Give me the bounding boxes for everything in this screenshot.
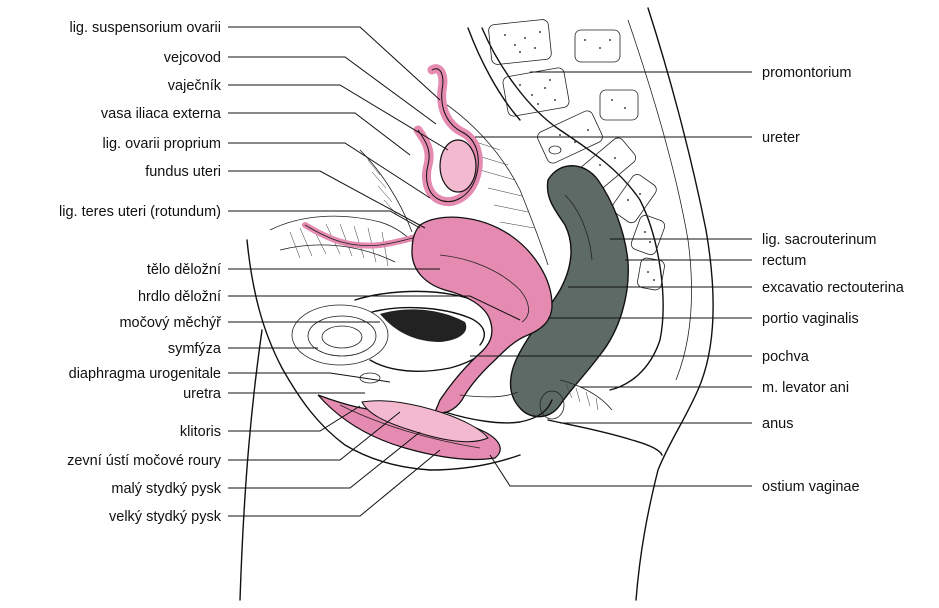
label-velky-stydky-pysk: velký stydký pysk: [109, 509, 222, 525]
label-lig-suspensorium-ovarii: lig. suspensorium ovarii: [69, 20, 221, 36]
label-zevni-usti-mocove-roury: zevní ústí močové roury: [67, 453, 222, 469]
label-hrdlo-delozni: hrdlo děložní: [138, 289, 221, 305]
label-mocovy-mechyr: močový měchýř: [119, 315, 222, 331]
label-telo-delozni: tělo děložní: [147, 262, 221, 278]
label-lig-ovarii-proprium: lig. ovarii proprium: [103, 136, 221, 152]
label-portio-vaginalis: portio vaginalis: [762, 311, 859, 327]
label-uretra: uretra: [183, 386, 222, 402]
leader-lines-right: [470, 71, 752, 487]
label-vejcovod: vejcovod: [164, 50, 221, 66]
label-lig-sacrouterinum: lig. sacrouterinum: [762, 232, 876, 248]
label-promontorium: promontorium: [762, 65, 851, 81]
rectum-shape: [509, 165, 629, 418]
labels-right: promontorium ureter lig. sacrouterinum r…: [762, 65, 905, 495]
perineum: [444, 145, 613, 424]
label-vasa-iliaca-externa: vasa iliaca externa: [101, 106, 222, 122]
label-anus: anus: [762, 416, 793, 432]
label-klitoris: klitoris: [180, 424, 221, 440]
label-maly-stydky-pysk: malý stydký pysk: [111, 481, 221, 497]
label-rectum: rectum: [762, 253, 806, 269]
body-outline: [239, 7, 714, 601]
leader-lines-left: [228, 26, 521, 517]
label-ureter: ureter: [762, 130, 800, 146]
label-pochva: pochva: [762, 349, 810, 365]
label-symfyza: symfýza: [168, 341, 222, 357]
label-m-levator-ani: m. levator ani: [762, 380, 849, 396]
label-diaphragma-urogenitale: diaphragma urogenitale: [69, 366, 221, 382]
label-lig-teres-uteri: lig. teres uteri (rotundum): [59, 204, 221, 220]
label-fundus-uteri: fundus uteri: [145, 164, 221, 180]
uterus-complex: [302, 64, 553, 461]
labels-left: lig. suspensorium ovarii vejcovod vaječn…: [59, 20, 222, 525]
label-excavatio-rectouterina: excavatio rectouterina: [762, 280, 905, 296]
label-ostium-vaginae: ostium vaginae: [762, 479, 860, 495]
label-vajecnik: vaječník: [168, 78, 222, 94]
